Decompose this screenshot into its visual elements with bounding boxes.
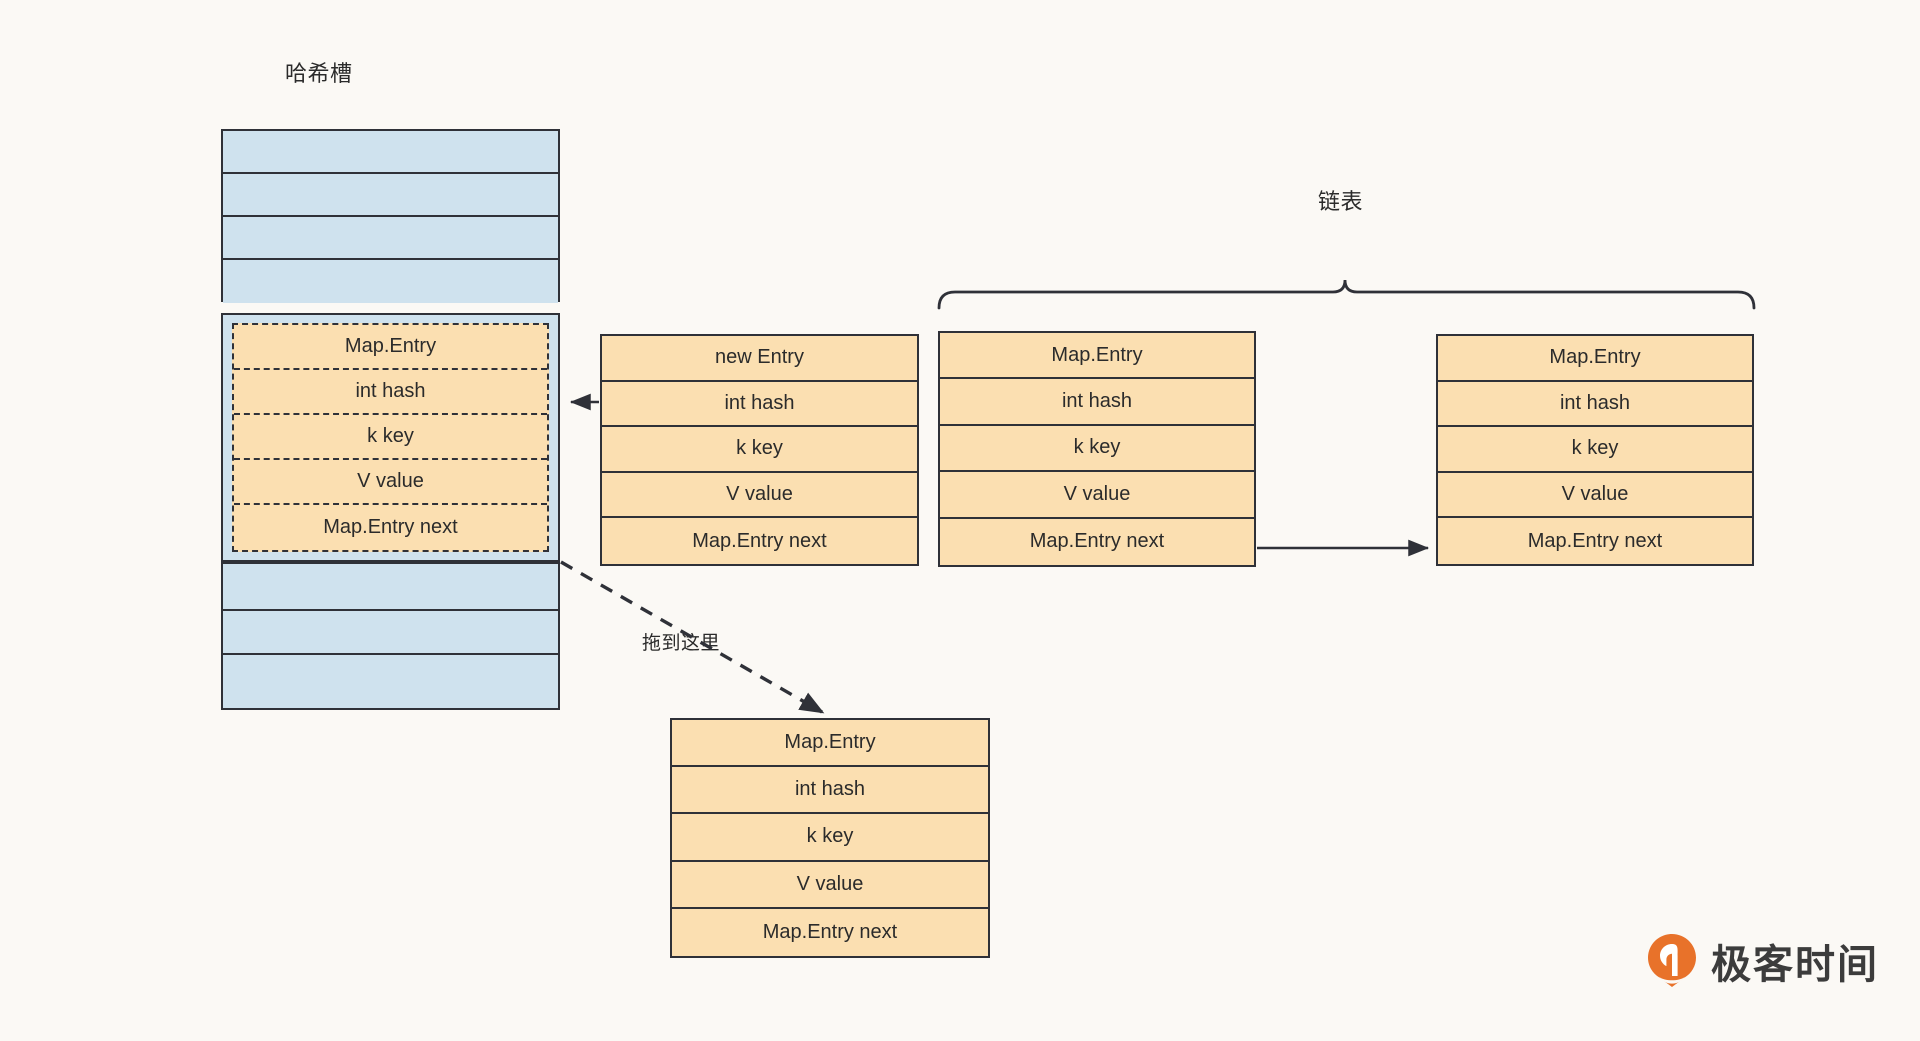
entry-row-key: k key <box>672 814 988 862</box>
page-title-linked-list: 链表 <box>1318 189 1364 214</box>
entry-row-value: V value <box>672 861 988 909</box>
hash-slot-cell[interactable] <box>223 564 558 611</box>
hash-slot-cell[interactable] <box>223 611 558 655</box>
entry-row-hash: int hash <box>234 370 547 415</box>
entry-row-value: V value <box>940 472 1254 519</box>
hash-slot-embedded-entry[interactable]: Map.Entry int hash k key V value Map.Ent… <box>232 323 549 552</box>
hash-slot-cell[interactable] <box>223 217 558 260</box>
entry-row-key: k key <box>234 415 547 460</box>
entry-row-hash: int hash <box>602 381 917 428</box>
entry-row-next: Map.Entry next <box>1438 518 1752 564</box>
entry-row-value: V value <box>602 472 917 519</box>
hash-slot-table-lower <box>221 562 560 710</box>
list-tail-entry-box[interactable]: Map.Entry int hash k key V value Map.Ent… <box>1436 334 1754 566</box>
list-head-entry-box[interactable]: Map.Entry int hash k key V value Map.Ent… <box>938 331 1256 567</box>
entry-row-type: Map.Entry <box>672 720 988 768</box>
entry-row-type: Map.Entry <box>1438 336 1752 382</box>
geektime-logo: 极客时间 <box>1645 932 1879 990</box>
entry-row-hash: int hash <box>940 379 1254 426</box>
hash-slot-cell[interactable] <box>223 131 558 174</box>
entry-row-value: V value <box>234 460 547 505</box>
new-entry-box[interactable]: new Entry int hash k key V value Map.Ent… <box>600 334 919 566</box>
entry-row-key: k key <box>1438 427 1752 473</box>
hash-slot-occupied-cell[interactable]: Map.Entry int hash k key V value Map.Ent… <box>221 313 560 562</box>
geektime-logo-text: 极客时间 <box>1711 942 1879 988</box>
dragged-entry-box[interactable]: Map.Entry int hash k key V value Map.Ent… <box>670 718 990 958</box>
hash-slot-cell[interactable] <box>223 655 558 702</box>
entry-row-next: Map.Entry next <box>234 505 547 550</box>
entry-row-type: new Entry <box>602 336 917 382</box>
hash-slot-cell[interactable] <box>223 174 558 217</box>
entry-row-type: Map.Entry <box>940 333 1254 380</box>
hash-slot-table <box>221 129 560 303</box>
geektime-mark-icon <box>1648 934 1696 987</box>
entry-row-next: Map.Entry next <box>602 518 917 564</box>
hash-slot-cell[interactable] <box>223 260 558 303</box>
page-title-hash-slot: 哈希槽 <box>285 61 353 86</box>
entry-row-next: Map.Entry next <box>672 908 988 956</box>
entry-row-next: Map.Entry next <box>940 518 1254 565</box>
drag-hint-label: 拖到这里 <box>642 633 721 654</box>
entry-row-hash: int hash <box>672 767 988 815</box>
entry-row-key: k key <box>940 425 1254 473</box>
entry-row-key: k key <box>602 427 917 473</box>
entry-row-hash: int hash <box>1438 381 1752 428</box>
linked-list-brace <box>937 279 1756 310</box>
entry-row-type: Map.Entry <box>234 325 547 370</box>
entry-row-value: V value <box>1438 472 1752 519</box>
